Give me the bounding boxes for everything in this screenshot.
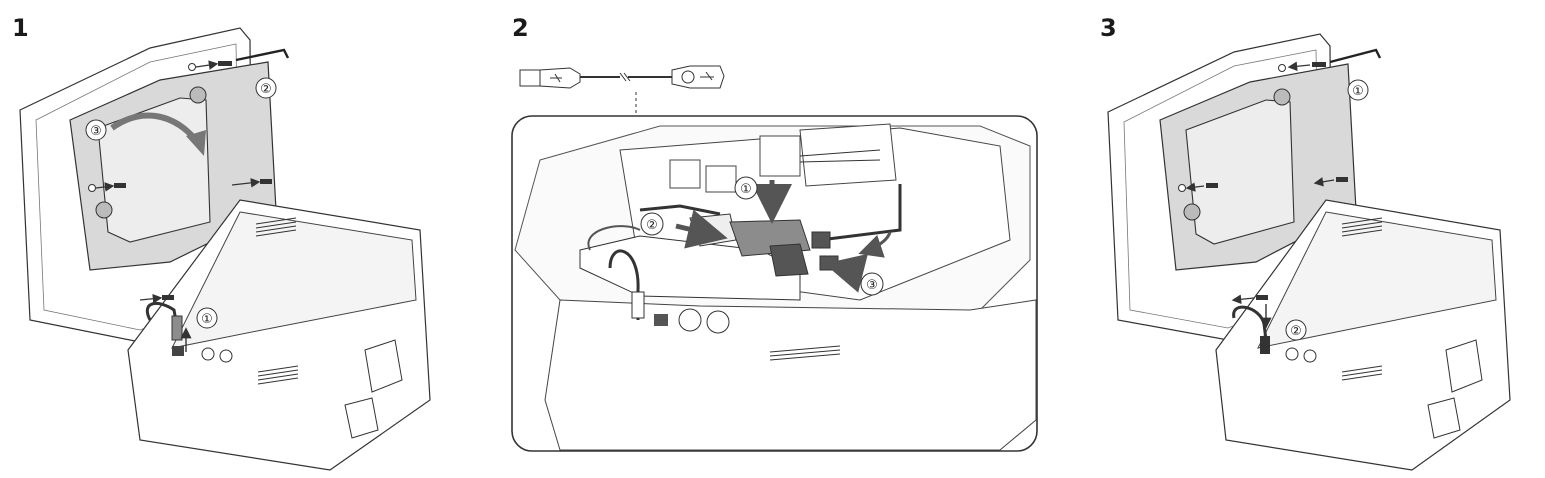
screw-icon: [188, 60, 232, 71]
step-1-callout-3: ③: [85, 119, 107, 141]
hex-key-icon: [235, 48, 290, 62]
step-2-callout-2: ②: [640, 212, 664, 236]
step-3-callout-1-text: ①: [1352, 84, 1364, 99]
hex-key-icon: [1329, 48, 1382, 64]
step-1-illustration: ① ② ③: [19, 27, 431, 471]
step-3-number: 3: [1100, 14, 1117, 42]
arrow-icon: [110, 112, 199, 142]
step-3-illustration: ① ②: [1107, 33, 1511, 471]
step-2-callout-3: ③: [860, 272, 884, 296]
display-screen: [97, 97, 211, 243]
step-2-callout-1: ①: [734, 176, 758, 200]
step-1-callout-1: ①: [196, 307, 218, 329]
step-2-callout-2-text: ②: [646, 218, 658, 233]
step-1-callout-1-text: ①: [201, 312, 213, 327]
step-1-number: 1: [12, 14, 29, 42]
step-2-number: 2: [512, 14, 529, 42]
step-3-callout-1: ①: [1347, 79, 1369, 101]
step-1-callout-2-text: ②: [260, 82, 272, 97]
step-1-callout-2: ②: [255, 77, 277, 99]
display-screen: [1185, 99, 1295, 245]
step-2-illustration: ① ② ③: [511, 65, 1038, 452]
step-1-callout-3-text: ③: [90, 124, 102, 139]
step-2-callout-1-text: ①: [740, 182, 752, 197]
step-3-callout-2-text: ②: [1290, 324, 1302, 339]
step-2-callout-3-text: ③: [866, 278, 878, 293]
step-3-callout-2: ②: [1285, 319, 1307, 341]
usb-extension-cable-icon: [519, 65, 725, 89]
